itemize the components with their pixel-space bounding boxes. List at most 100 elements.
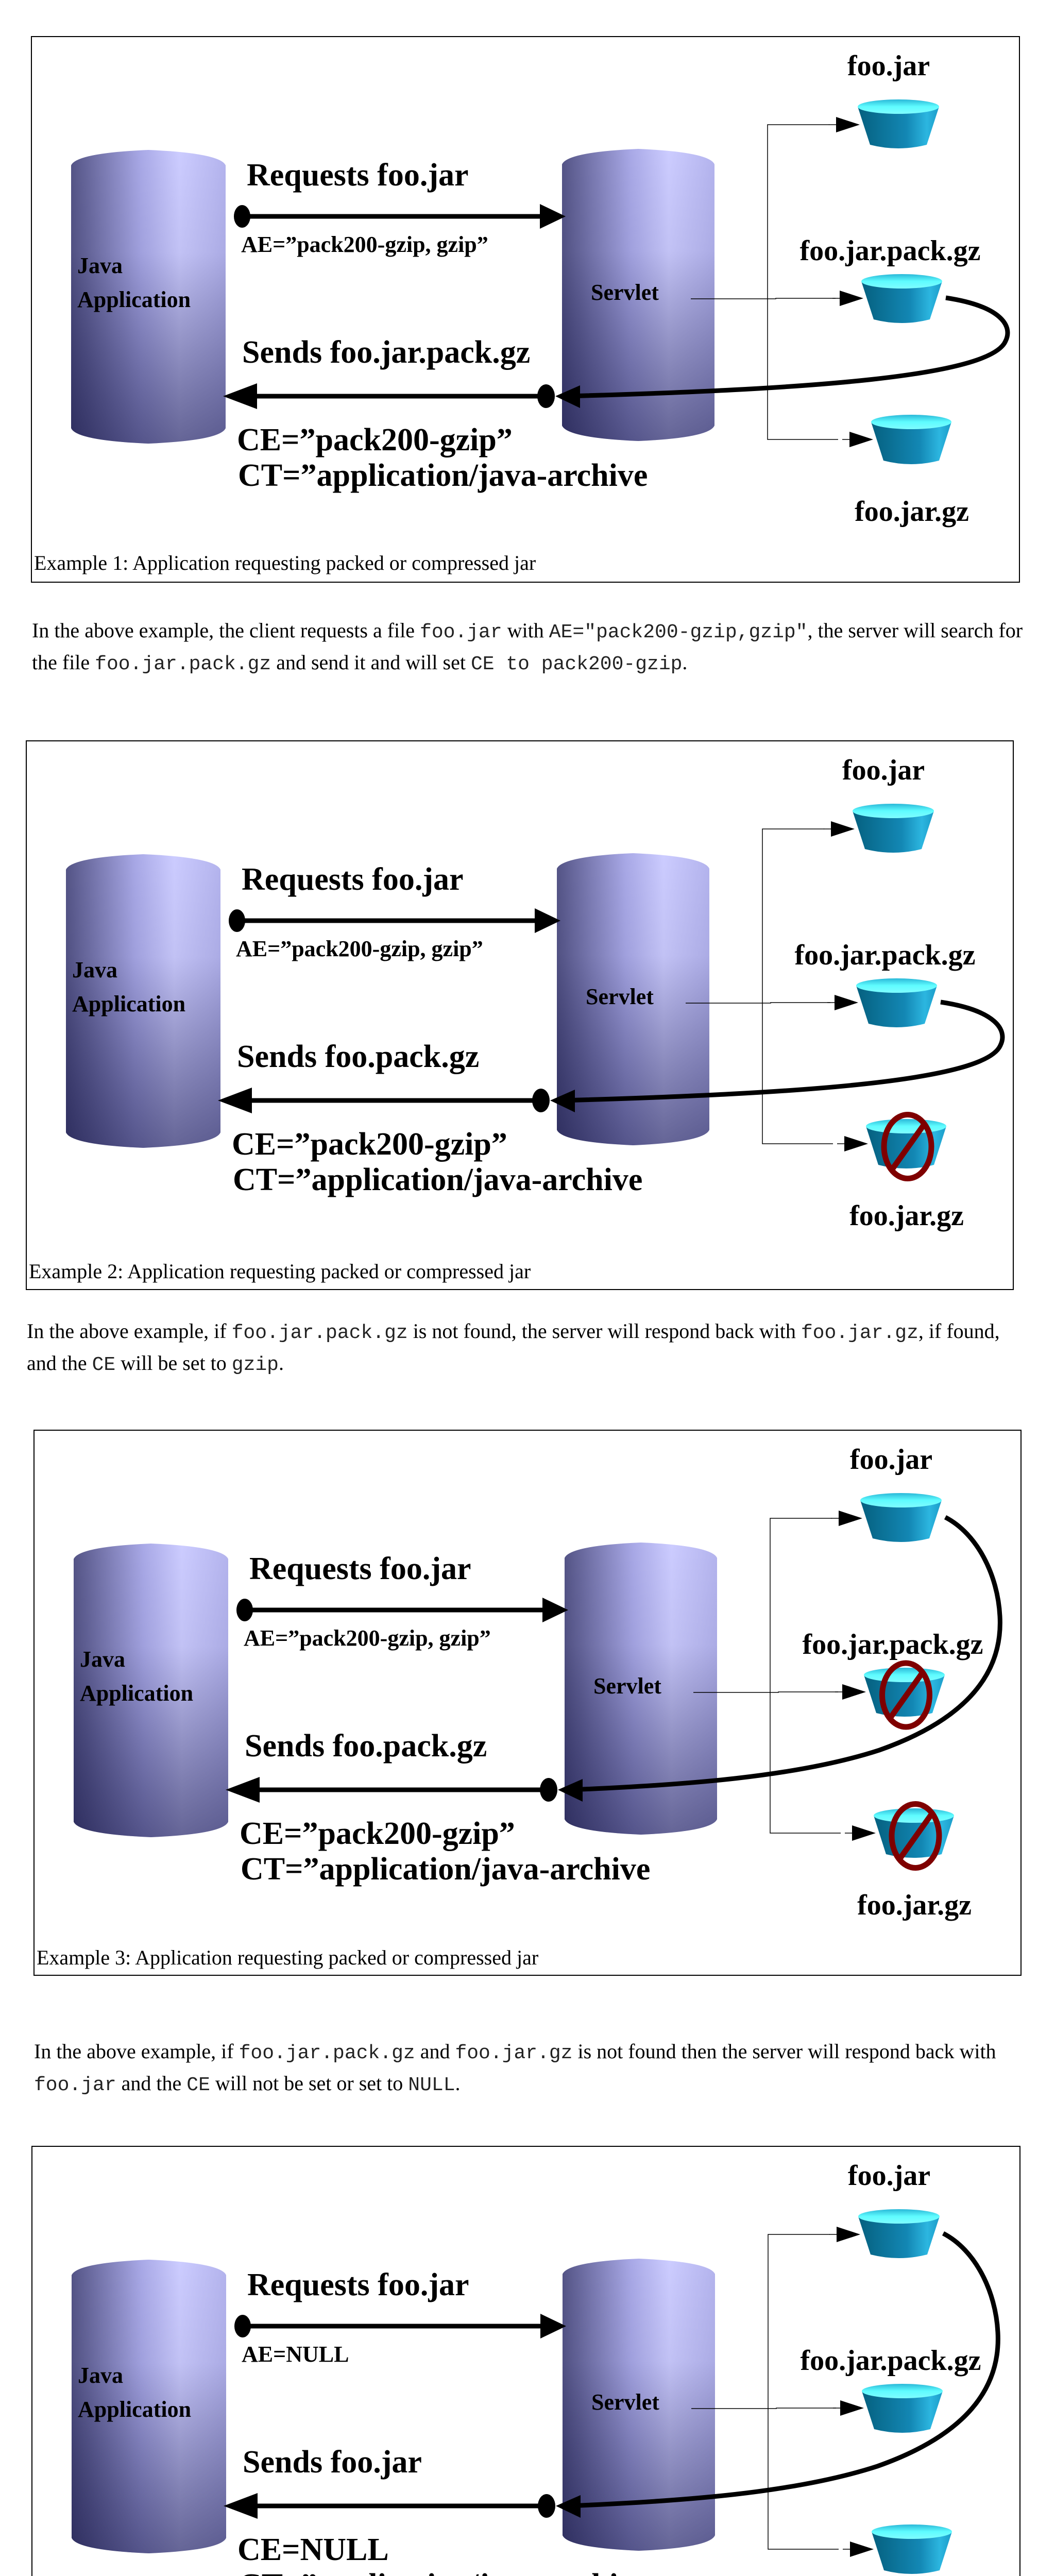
response-arrow bbox=[218, 1088, 550, 1113]
arrowhead bbox=[850, 2541, 874, 2557]
client-label: Java bbox=[80, 1647, 125, 1672]
request-arrow bbox=[236, 1598, 568, 1622]
content-type-label: CT=”application/java-archive bbox=[239, 2568, 648, 2576]
paragraph-text: and bbox=[415, 2040, 455, 2063]
request-arrow bbox=[234, 204, 566, 229]
bucket-top bbox=[864, 1668, 945, 1682]
request-arrow bbox=[229, 908, 560, 933]
content-encoding-label: CE=”pack200-gzip” bbox=[240, 1816, 515, 1851]
figure-caption: Example 1: Application requesting packed… bbox=[34, 551, 536, 574]
server-label: Servlet bbox=[593, 1673, 661, 1699]
paragraph-text: and send it and will set bbox=[271, 651, 471, 674]
bucket-body bbox=[853, 811, 934, 853]
file-label: foo.jar.gz bbox=[849, 1200, 964, 1232]
served-file-curve bbox=[558, 1515, 1002, 1802]
response-arrow bbox=[226, 1777, 557, 1803]
arrowhead bbox=[542, 1598, 568, 1622]
not-found-icon bbox=[879, 1660, 932, 1730]
response-arrow bbox=[223, 383, 555, 409]
arrow-origin-dot bbox=[234, 205, 250, 228]
inline-code: CE to pack200-gzip bbox=[470, 653, 683, 675]
servlet-lookup-lines bbox=[691, 124, 838, 440]
send-label: Sends foo.pack.gz bbox=[237, 1039, 479, 1074]
paragraph-text: and the bbox=[116, 2072, 187, 2095]
arrowhead bbox=[223, 383, 257, 409]
arrowhead bbox=[550, 1090, 575, 1112]
server-label: Servlet bbox=[591, 2389, 659, 2415]
file-label: foo.jar.gz bbox=[857, 1889, 972, 1921]
client-label: Application bbox=[77, 287, 191, 312]
served-file-curve bbox=[555, 295, 1010, 408]
bucket-body bbox=[856, 986, 937, 1027]
client-cylinder bbox=[74, 1544, 228, 1837]
arrowhead bbox=[540, 204, 566, 229]
file-bucket-3 bbox=[845, 1801, 954, 1871]
request-arrow bbox=[234, 2314, 566, 2338]
accept-encoding-label: AE=”pack200-gzip, gzip” bbox=[236, 936, 483, 961]
accept-encoding-label: AE=”pack200-gzip, gzip” bbox=[244, 1625, 491, 1651]
inline-code: CE bbox=[186, 2074, 210, 2096]
content-type-label: CT=”application/java-archive bbox=[233, 1162, 642, 1197]
server-cylinder bbox=[565, 1543, 717, 1835]
bucket-top bbox=[872, 2524, 952, 2539]
bucket-top bbox=[874, 1808, 954, 1823]
arrowhead bbox=[558, 1779, 583, 1802]
file-bucket-1 bbox=[829, 99, 939, 148]
paragraph-text: , the server will search for the file bbox=[32, 619, 1023, 674]
server-cylinder bbox=[557, 853, 709, 1145]
file-label: foo.jar.gz bbox=[855, 496, 969, 528]
file-bucket-1 bbox=[824, 804, 934, 853]
paragraph-text: . bbox=[278, 1351, 284, 1375]
arrowhead bbox=[839, 1511, 862, 1526]
arrowhead bbox=[224, 2493, 258, 2519]
server-label: Servlet bbox=[586, 984, 654, 1009]
client-label: Application bbox=[80, 1681, 193, 1706]
file-label: foo.jar bbox=[850, 1444, 932, 1476]
file-bucket-3 bbox=[843, 2524, 952, 2574]
server-cylinder bbox=[562, 149, 714, 441]
paragraph-text: with bbox=[502, 619, 549, 642]
bucket-body bbox=[858, 107, 939, 148]
accept-encoding-label: AE=”pack200-gzip, gzip” bbox=[241, 232, 488, 257]
arrowhead bbox=[840, 2400, 864, 2416]
inline-code: foo.jar.gz bbox=[455, 2042, 573, 2064]
arrow-origin-dot bbox=[540, 1778, 557, 1802]
content-encoding-label: CE=”pack200-gzip” bbox=[237, 422, 513, 457]
servlet-lookup-lines bbox=[693, 1518, 841, 1834]
file-bucket-2 bbox=[827, 978, 937, 1027]
client-cylinder bbox=[66, 854, 220, 1148]
paragraph-text: is not found, the server will respond ba… bbox=[407, 1319, 801, 1343]
file-label: foo.jar bbox=[847, 50, 930, 82]
file-label: foo.jar bbox=[848, 2160, 930, 2192]
bucket-body bbox=[858, 2216, 940, 2258]
file-label: foo.jar.pack.gz bbox=[799, 235, 980, 267]
inline-code: foo.jar bbox=[34, 2074, 116, 2096]
bucket-top bbox=[858, 99, 939, 114]
arrowhead bbox=[840, 291, 863, 306]
paragraph-text: will be set to bbox=[115, 1351, 232, 1375]
accept-encoding-label: AE=NULL bbox=[242, 2342, 349, 2367]
figure-caption: Example 2: Application requesting packed… bbox=[29, 1260, 531, 1283]
server-cylinder bbox=[563, 2259, 715, 2551]
bucket-top bbox=[853, 804, 934, 818]
content-type-label: CT=”application/java-archive bbox=[238, 458, 648, 493]
file-label: foo.jar.pack.gz bbox=[800, 2345, 981, 2377]
bucket-top bbox=[861, 274, 942, 289]
bucket-top bbox=[858, 2209, 940, 2224]
arrow-origin-dot bbox=[236, 1599, 253, 1621]
arrowhead bbox=[226, 1777, 260, 1803]
arrowhead bbox=[852, 1825, 876, 1841]
bucket-top bbox=[871, 415, 951, 429]
paragraph-1: In the above example, the client request… bbox=[32, 616, 1031, 680]
inline-code: foo.jar.pack.gz bbox=[239, 2042, 415, 2064]
figure-caption: Example 3: Application requesting packed… bbox=[37, 1946, 539, 1969]
paragraph-3: In the above example, if foo.jar.pack.gz… bbox=[34, 2037, 1013, 2100]
paragraph-text: In the above example, if bbox=[27, 1319, 232, 1343]
file-label: foo.jar bbox=[842, 754, 925, 786]
